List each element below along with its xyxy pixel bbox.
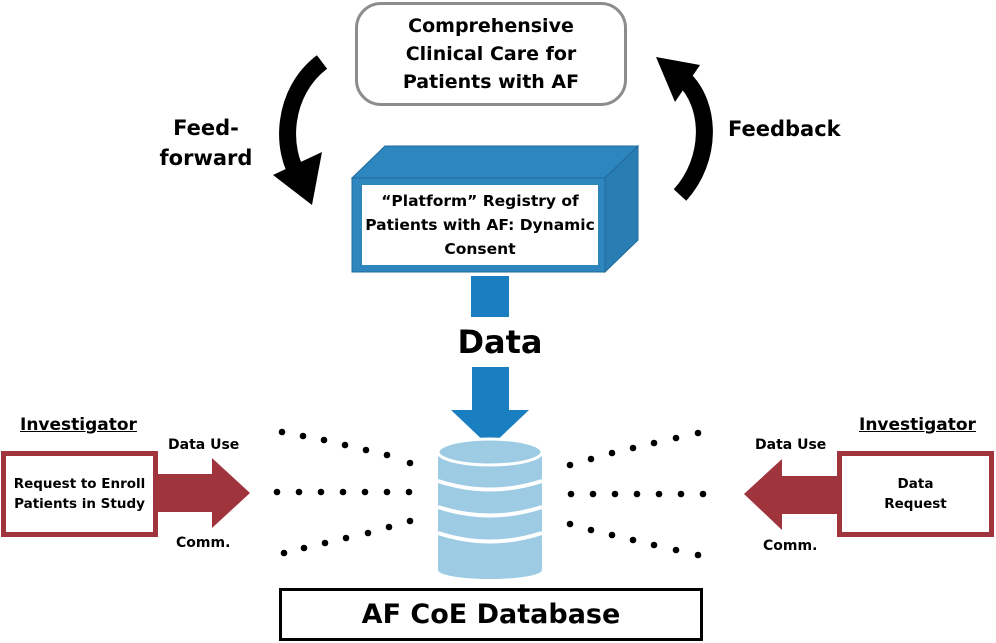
right-investigator-heading: Investigator: [859, 415, 976, 435]
clinical-care-text: Comprehensive Clinical Care for Patients…: [402, 15, 580, 93]
right-comm-label: Comm.: [763, 538, 818, 554]
right-dotted-connectors: [566, 429, 707, 559]
clinical-care-box: Comprehensive Clinical Care for Patients…: [355, 2, 627, 106]
feedback-label: Feedback: [728, 117, 841, 141]
database-label-box: AF CoE Database: [279, 588, 703, 641]
right-investigator-arrow: [744, 459, 838, 530]
registry-box-3d: [350, 144, 640, 274]
feedforward-arrow: [273, 55, 328, 205]
database-label: AF CoE Database: [361, 599, 621, 630]
left-request-text: Request to Enroll Patients in Study: [13, 476, 146, 512]
data-flow-arrow: [451, 276, 529, 447]
left-comm-label: Comm.: [176, 535, 231, 551]
left-request-box: Request to Enroll Patients in Study: [1, 451, 158, 537]
left-investigator-arrow: [158, 458, 250, 528]
right-request-box: Data Request: [837, 451, 994, 537]
data-label: Data: [457, 323, 543, 361]
left-investigator-heading: Investigator: [20, 415, 137, 435]
left-dotted-connectors: [273, 428, 414, 557]
left-data-use-label: Data Use: [168, 437, 240, 453]
feedback-arrow: [656, 57, 713, 201]
feedforward-line2: forward: [159, 146, 253, 170]
right-request-text: Data Request: [884, 476, 947, 512]
feedforward-label: Feed- forward: [152, 113, 260, 173]
platform-registry-text: “Platform” Registry of Patients with AF:…: [365, 192, 595, 258]
database-icon: [436, 437, 544, 579]
feedforward-line1: Feed-: [173, 116, 239, 140]
right-data-use-label: Data Use: [755, 437, 827, 453]
